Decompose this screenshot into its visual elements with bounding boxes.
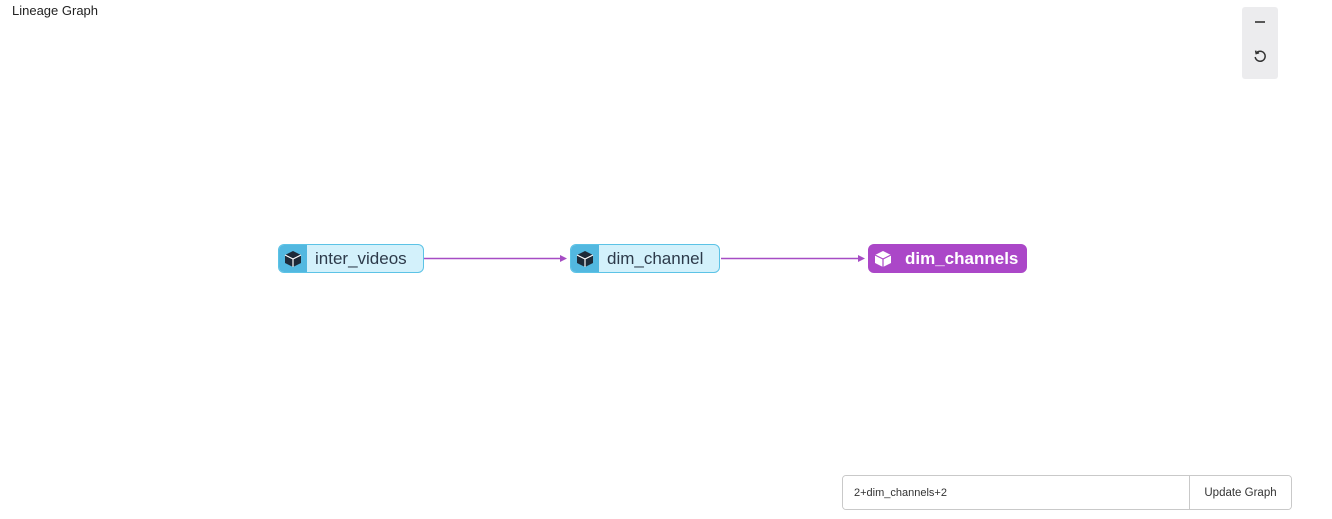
page-title: Lineage Graph: [12, 3, 99, 18]
edge-dim-channel-to-dim-channels: [721, 255, 865, 262]
edge-inter-videos-to-dim-channel: [424, 255, 567, 262]
model-cube-icon: [571, 245, 599, 272]
update-graph-button[interactable]: Update Graph: [1189, 476, 1291, 509]
reset-view-button[interactable]: [1242, 41, 1278, 75]
model-cube-icon: [869, 245, 897, 272]
reset-rotate-icon: [1253, 49, 1267, 68]
minus-icon: [1253, 15, 1267, 34]
model-cube-icon: [279, 245, 307, 272]
graph-node-dim-channel[interactable]: dim_channel: [570, 244, 720, 273]
graph-selector-input[interactable]: [843, 476, 1189, 509]
node-label: dim_channel: [607, 248, 704, 268]
zoom-out-button[interactable]: [1242, 7, 1278, 41]
node-label: inter_videos: [315, 248, 407, 268]
graph-query-bar: Update Graph: [842, 475, 1292, 510]
zoom-controls: [1242, 7, 1278, 79]
graph-node-inter-videos[interactable]: inter_videos: [278, 244, 424, 273]
node-label: dim_channels: [905, 248, 1019, 268]
graph-node-dim-channels[interactable]: dim_channels: [868, 244, 1027, 273]
